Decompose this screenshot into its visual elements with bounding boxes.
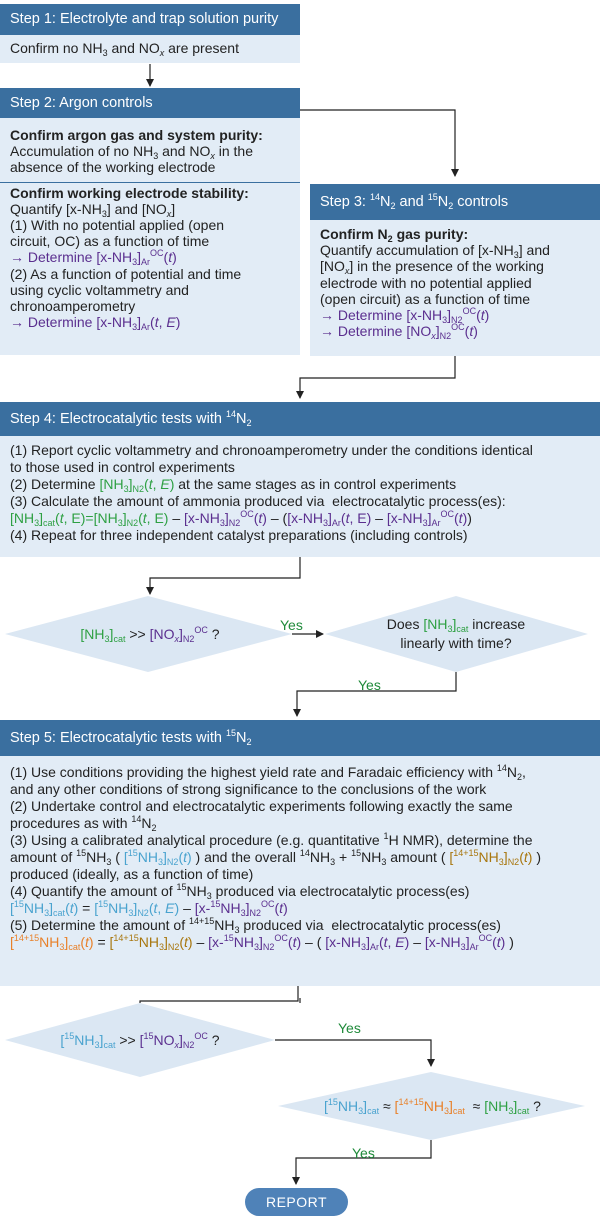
yes-label-4: Yes [352,1145,375,1161]
step4-line4: (3) Calculate the amount of ammonia prod… [10,493,506,509]
step4-panel: (1) Report cyclic voltammetry and chrono… [0,436,600,557]
step5-line1: (1) Use conditions providing the highest… [10,763,526,782]
step2-block2-line1: Quantify [x-NH3] and [NOx] [10,200,176,219]
step5-line10: (5) Determine the amount of 14+15NH3 pro… [10,916,501,935]
step4-line5: [NH3]cat(t, E)=[NH3]N2(t, E) – [x-NH3]N2… [10,509,472,528]
step2-header: Step 2: Argon controls [0,88,300,118]
step1-panel: Confirm no NH3 and NOx are present [0,35,300,63]
step5-line6: amount of 15NH3 ( [15NH3]N2(t) ) and the… [10,848,541,867]
step4-line1: (1) Report cyclic voltammetry and chrono… [10,442,533,458]
report-terminal: REPORT [245,1188,348,1216]
decision4-text: [15NH3]cat ≈ [14+15NH3]cat ≈ [NH3]cat ? [324,1097,541,1116]
step2-divider [0,182,300,183]
arrow-step2-to-step3 [300,109,459,177]
step3-header-text: Step 3: 14N2 and 15N2 controls [320,192,509,211]
arrow-decision3-to-decision4 [275,1039,435,1067]
decision-diamond-1 [5,596,292,672]
yes-label-2: Yes [358,677,381,693]
arrow-decision4-to-report [292,1140,432,1185]
step3-line2: [NOx] in the presence of the working [320,258,544,277]
arrow-step5-to-decision3-c [139,984,299,1003]
step3-line1: Quantify accumulation of [x-NH3] and [320,242,550,261]
step5-line8: (4) Quantify the amount of 15NH3 produce… [10,882,470,901]
yes-label-1: Yes [280,617,303,633]
step5-header-text: Step 5: Electrocatalytic tests with 15N2 [10,728,252,747]
step1-text: Confirm no NH3 and NOx are present [10,40,239,58]
step2-block1-line2: absence of the working electrode [10,159,216,176]
step3-line6: → Determine [NOx]N2OC(t) [320,322,478,342]
step5-line3: (2) Undertake control and electrocatalyt… [10,798,513,814]
step4-line3: (2) Determine [NH3]N2(t, E) at the same … [10,476,457,494]
step4-line2: to those used in control experiments [10,459,235,475]
step4-header-text: Step 4: Electrocatalytic tests with 14N2 [10,409,252,428]
step5-header: Step 5: Electrocatalytic tests with 15N2 [0,720,600,756]
decision-diamond-2 [325,596,588,672]
step5-line7: produced (ideally, as a function of time… [10,866,254,882]
step2-block1-line1: Accumulation of no NH3 and NOx in the [10,143,253,162]
arrow-step3-to-step4 [296,356,456,399]
step2-panel: Confirm argon gas and system purity: Acc… [0,118,300,355]
step3-title: Confirm N2 gas purity: [320,226,469,244]
step5-line11: [14+15NH3]cat(t) = [14+15NH3]N2(t) – [x-… [10,933,514,952]
step5-line5: (3) Using a calibrated analytical proced… [10,831,533,849]
step2-block2-line2: (1) With no potential applied (open [10,217,225,234]
step3-line3: electrode with no potential applied [320,274,532,291]
step5-line9: [15NH3]cat(t) = [15NH3]N2(t, E) – [x-15N… [10,899,288,918]
step2-block2-line6: using cyclic voltammetry and [10,281,189,298]
step2-block2-line3: circuit, OC) as a function of time [10,233,210,250]
step3-line4: (open circuit) as a function of time [320,290,531,307]
step5-line2: and any other conditions of strong signi… [10,781,487,797]
step2-block2-line8: → Determine [x-NH3]Ar(t, E) [10,314,181,333]
step4-header: Step 4: Electrocatalytic tests with 14N2 [0,402,600,436]
step1-header: Step 1: Electrolyte and trap solution pu… [0,4,300,35]
step2-block2-line7: chronoamperometry [10,298,136,315]
arrow-decision2-to-step5 [293,672,457,717]
decision-diamond-3 [5,1003,275,1077]
step2-block1-title: Confirm argon gas and system purity: [10,127,263,143]
step2-block2-line4: → Determine [x-NH3]ArOC(t) [10,248,177,268]
step2-block2-title: Confirm working electrode stability: [10,184,249,201]
step2-block2-line5: (2) As a function of potential and time [10,265,242,282]
step3-line5: → Determine [x-NH3]N2OC(t) [320,306,490,326]
step4-line6: (4) Repeat for three independent catalys… [10,527,468,543]
yes-label-3: Yes [338,1020,361,1036]
step5-line4: procedures as with 14N2 [10,814,157,833]
arrow-step4-to-decision1 [146,557,301,595]
step3-header: Step 3: 14N2 and 15N2 controls [310,184,600,220]
decision3-text: [15NH3]cat >> [15NOx]N2OC ? [60,1031,220,1050]
step3-panel: Confirm N2 gas purity: Quantify accumula… [310,220,600,356]
step5-panel: (1) Use conditions providing the highest… [0,756,600,986]
decision1-text: [NH3]cat >> [NOx]N2OC ? [80,625,220,644]
decision-diamond-4 [278,1072,585,1140]
step1-header-text: Step 1: Electrolyte and trap solution pu… [10,11,279,27]
step2-header-text: Step 2: Argon controls [10,95,153,111]
